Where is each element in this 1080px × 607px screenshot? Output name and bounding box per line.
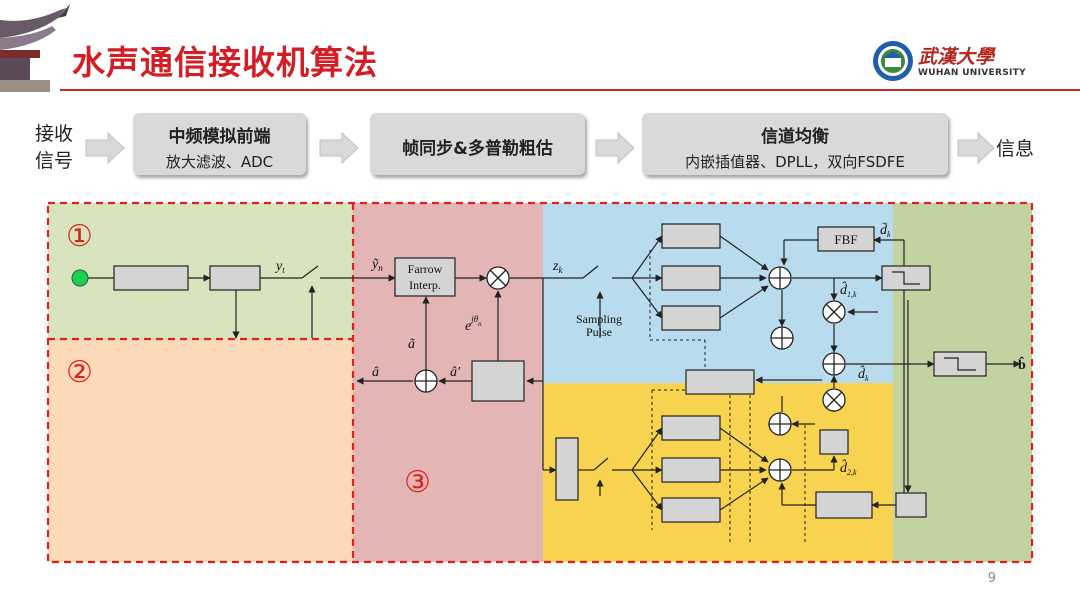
ff-filter-block-2: [661, 265, 721, 291]
arrow-2: [319, 131, 359, 165]
bf-filter-block-1: [661, 415, 721, 441]
small-block-yellow: [819, 429, 849, 455]
label-exp: ejθn: [465, 314, 482, 334]
stage-title: 帧同步&多普勒粗估: [402, 139, 553, 159]
label-dk: d̂k: [858, 365, 869, 383]
stage-channel-equalization: 信道均衡 内嵌插值器、DPLL，双向FSDFE: [642, 113, 948, 175]
label-d-bar: d̄k: [880, 222, 891, 239]
logo-english-name: WUHAN UNIVERSITY: [918, 68, 1026, 78]
label-y-n: ỹn: [370, 257, 383, 273]
label-a-tilde: ã: [408, 337, 415, 352]
fbf-label: FBF: [834, 232, 857, 247]
pipeline-arrows: [85, 131, 995, 165]
label-d2: d̂2,k: [840, 459, 857, 477]
university-emblem-icon: [873, 41, 913, 81]
stage-subtitle: 放大滤波、ADC: [165, 153, 274, 171]
arrow-4: [957, 131, 995, 165]
signal-source-node: [71, 269, 89, 287]
label-a-hat-prime: â′: [450, 365, 461, 380]
input-label-line-1: 接收: [35, 123, 74, 145]
reverse-decision-block: [895, 492, 927, 518]
stage-title: 信道均衡: [761, 127, 829, 147]
label-a-hat: â: [372, 365, 379, 380]
page-number: 9: [987, 571, 996, 586]
reverse-block: [555, 437, 579, 501]
region-number-3: ③: [404, 465, 431, 500]
input-label-line-2: 信号: [35, 150, 74, 172]
decision-block-2: [933, 351, 987, 377]
title-underline: [60, 89, 1080, 91]
farrow-interp-block: [394, 257, 456, 297]
frontend-block-2: [209, 265, 261, 291]
pagoda-roof-decoration: [0, 0, 80, 92]
bf-filter-block-3: [661, 497, 721, 523]
farrow-label-1: Farrow: [408, 262, 443, 276]
page-title: 水声通信接收机算法: [72, 43, 378, 82]
arrow-1: [85, 131, 125, 165]
arrow-3: [595, 131, 635, 165]
input-signal-label: 接收 信号: [35, 121, 73, 175]
stage-subtitle: 内嵌插值器、DPLL，双向FSDFE: [685, 153, 905, 171]
logo-chinese-name: 武漢大學: [918, 46, 995, 68]
university-logo: 武漢大學 WUHAN UNIVERSITY: [872, 40, 1026, 84]
label-z-k: zk: [552, 259, 563, 275]
frontend-block-1: [113, 265, 189, 291]
output-info-label: 信息: [996, 138, 1035, 160]
outer-dashed-border: [46, 201, 1034, 564]
decision-block-1: [881, 265, 931, 291]
ff-filter-block-1: [661, 223, 721, 249]
region-number-1: ①: [66, 219, 93, 254]
fbf-block: [817, 226, 875, 252]
dpll-block: [685, 369, 755, 395]
label-d1: d̂1,k: [840, 281, 857, 299]
label-b-hat: b̂: [1018, 355, 1026, 373]
stage-analog-frontend: 中频模拟前端 放大滤波、ADC: [133, 113, 306, 175]
bf-filter-block-2: [661, 457, 721, 483]
zone-2: [48, 339, 353, 562]
sampling-label-1: Sampling: [576, 312, 622, 326]
ff-filter-block-3: [661, 305, 721, 331]
label-y-t: yt: [274, 259, 285, 275]
region-number-2: ②: [66, 355, 93, 390]
sampling-label-2: Pulse: [586, 325, 612, 339]
stage-title: 中频模拟前端: [168, 127, 271, 147]
zone-1: [48, 203, 353, 339]
doppler-estimator-block: [471, 360, 525, 402]
farrow-label-2: Interp.: [409, 278, 441, 292]
reverse-fbf-block: [815, 491, 873, 519]
stage-frame-sync: 帧同步&多普勒粗估: [370, 113, 585, 175]
